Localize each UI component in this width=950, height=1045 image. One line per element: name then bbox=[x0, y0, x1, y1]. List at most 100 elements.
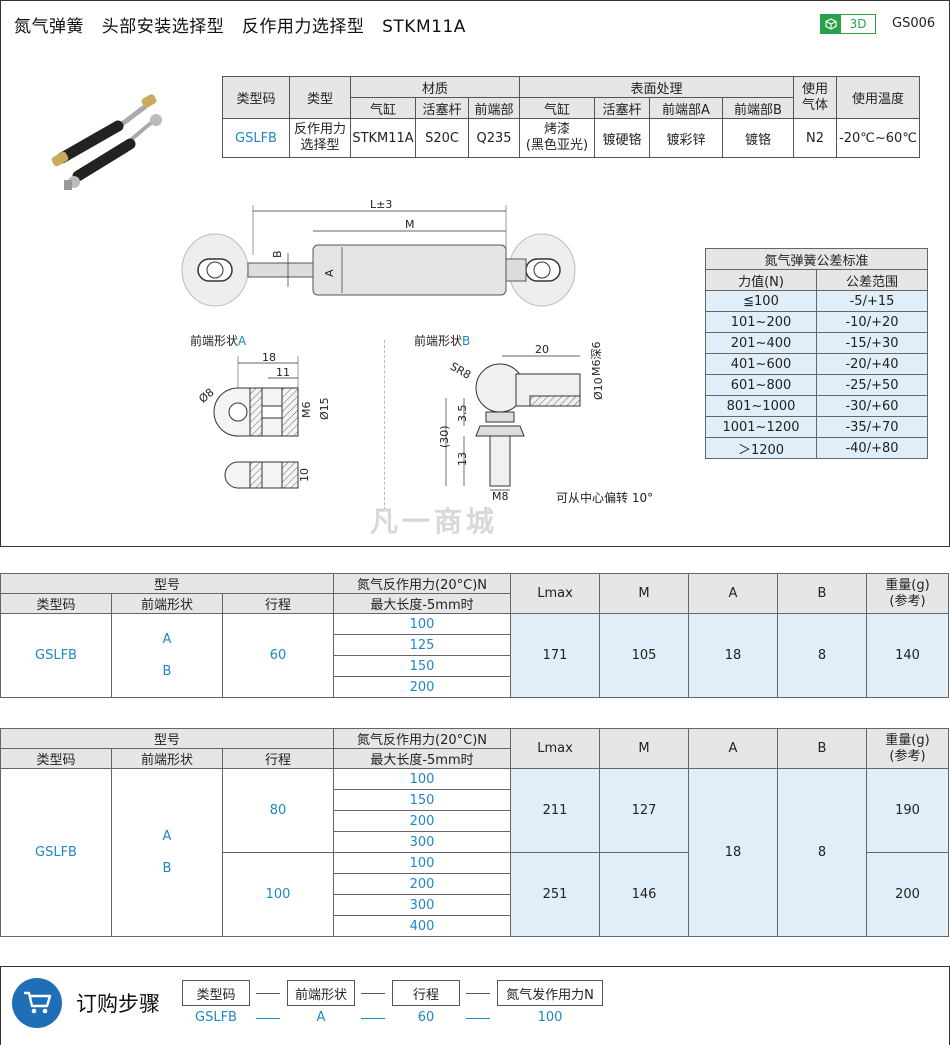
th-surf-cylinder: 气缸 bbox=[519, 97, 595, 119]
tol-force: 401~600 bbox=[705, 353, 817, 375]
spec-table: 类型码 类型 材质 表面处理 使用 气体 使用温度 气缸 活塞杆 前端部 气缸 … bbox=[222, 76, 920, 158]
size-table-1: 型号 氮气反作用力(20°C)N Lmax M A B 重量(g) (参考) 类… bbox=[0, 573, 949, 698]
dim-b-3-5: 3.5 bbox=[456, 405, 469, 423]
th-front-shape: 前端形状 bbox=[111, 593, 223, 614]
th-material: 材质 bbox=[350, 76, 520, 98]
watermark: 凡一商城 bbox=[370, 505, 499, 538]
drawing-divider bbox=[384, 340, 385, 510]
product-photo bbox=[51, 94, 162, 190]
th-front-shape: 前端形状 bbox=[111, 748, 223, 769]
th-type-code: 类型码 bbox=[0, 748, 112, 769]
cell-m: 127 bbox=[599, 768, 689, 853]
th-m: M bbox=[599, 728, 689, 769]
dim-b-13: 13 bbox=[456, 452, 469, 466]
tol-force: ＞1200 bbox=[705, 437, 817, 459]
3d-model-button[interactable]: 3D bbox=[820, 14, 876, 34]
th-mat-front: 前端部 bbox=[468, 97, 520, 119]
size-table-2: 型号 氮气反作用力(20°C)N Lmax M A B 重量(g) (参考) 类… bbox=[0, 728, 949, 937]
cell-stroke: 100 bbox=[222, 852, 334, 937]
cell-force: 150 bbox=[333, 655, 511, 677]
tol-range: -35/+70 bbox=[816, 416, 928, 438]
th-stroke: 行程 bbox=[222, 748, 334, 769]
cell-a: 18 bbox=[688, 613, 778, 698]
cell-stroke: 60 bbox=[222, 613, 334, 698]
tol-force: 101~200 bbox=[705, 311, 817, 333]
dim-b-20: 20 bbox=[535, 343, 549, 356]
th-b: B bbox=[777, 573, 867, 614]
part-code: GS006 bbox=[892, 16, 936, 31]
cell-force: 300 bbox=[333, 894, 511, 916]
cell-m: 105 bbox=[599, 613, 689, 698]
tol-range: -5/+15 bbox=[816, 290, 928, 312]
th-force-sub: 最大长度-5mm时 bbox=[333, 748, 511, 769]
tol-range: -25/+50 bbox=[816, 374, 928, 396]
th-type: 类型 bbox=[289, 76, 351, 119]
dim-a-label: A bbox=[323, 269, 336, 277]
step-value-type-code: GSLFB bbox=[195, 1010, 237, 1025]
step-value-force: 100 bbox=[537, 1010, 563, 1025]
3d-label: 3D bbox=[849, 17, 867, 31]
cell-force: 100 bbox=[333, 613, 511, 635]
dim-a-10: 10 bbox=[298, 468, 311, 482]
th-lmax: Lmax bbox=[510, 573, 600, 614]
cell-mat-rod: S20C bbox=[415, 118, 469, 158]
th-range: 公差范围 bbox=[816, 269, 928, 291]
th-surf-front-b: 前端部B bbox=[722, 97, 794, 119]
shape-b-drawing: 20 M6深6 SR8 Ø10 3.5 (30) 13 M8 bbox=[438, 342, 605, 504]
value-connector bbox=[256, 1018, 280, 1019]
th-model: 型号 bbox=[0, 728, 334, 749]
th-surf-front-a: 前端部A bbox=[649, 97, 723, 119]
th-model: 型号 bbox=[0, 573, 334, 594]
dim-b-label: B bbox=[271, 250, 284, 258]
dim-b-dia10: Ø10 bbox=[592, 377, 605, 400]
th-force-sub: 最大长度-5mm时 bbox=[333, 593, 511, 614]
tol-force: 201~400 bbox=[705, 332, 817, 354]
deflection-note: 可从中心偏转 10° bbox=[556, 491, 654, 505]
cell-weight: 140 bbox=[866, 613, 949, 698]
cell-b: 8 bbox=[777, 613, 867, 698]
cell-surf-cylinder: 烤漆 (黑色亚光) bbox=[519, 118, 595, 158]
cart-icon bbox=[12, 978, 62, 1028]
tol-range: -30/+60 bbox=[816, 395, 928, 417]
cell-weight: 200 bbox=[866, 852, 949, 937]
cell-force: 150 bbox=[333, 789, 511, 811]
gas-spring-image-1 bbox=[51, 94, 157, 167]
tol-range: -15/+30 bbox=[816, 332, 928, 354]
th-a: A bbox=[688, 728, 778, 769]
cell-type: 反作用力 选择型 bbox=[289, 118, 351, 158]
order-title: 订购步骤 bbox=[76, 992, 160, 1016]
cell-force: 300 bbox=[333, 831, 511, 853]
th-force: 力值(N) bbox=[705, 269, 817, 291]
tol-range: -20/+40 bbox=[816, 353, 928, 375]
dim-m-label: M bbox=[405, 218, 415, 231]
th-weight: 重量(g) (参考) bbox=[866, 728, 949, 769]
cell-gas: N2 bbox=[793, 118, 837, 158]
cell-type-code: GSLFB bbox=[0, 768, 112, 937]
dim-a-18: 18 bbox=[262, 351, 276, 364]
tol-force: ≦100 bbox=[705, 290, 817, 312]
cell-force: 200 bbox=[333, 676, 511, 698]
dim-a-dia8: Ø8 bbox=[196, 386, 216, 406]
th-type-code: 类型码 bbox=[222, 76, 290, 119]
dim-b-30: (30) bbox=[438, 425, 451, 448]
cell-mat-cylinder: STKM11A bbox=[350, 118, 416, 158]
th-force: 氮气反作用力(20°C)N bbox=[333, 728, 511, 749]
dim-a-m6: M6 bbox=[300, 402, 313, 419]
shape-a-title: 前端形状A bbox=[190, 334, 247, 348]
tol-force: 801~1000 bbox=[705, 395, 817, 417]
step-force: 氮气发作用力N bbox=[497, 980, 603, 1006]
th-surface: 表面处理 bbox=[519, 76, 794, 98]
cell-force: 400 bbox=[333, 915, 511, 937]
th-lmax: Lmax bbox=[510, 728, 600, 769]
cell-surf-rod: 镀硬铬 bbox=[594, 118, 650, 158]
cell-a: 18 bbox=[688, 768, 778, 937]
tol-range: -10/+20 bbox=[816, 311, 928, 333]
cell-m: 146 bbox=[599, 852, 689, 937]
cell-type-code: GSLFB bbox=[0, 613, 112, 698]
cell-force: 125 bbox=[333, 634, 511, 656]
tol-force: 1001~1200 bbox=[705, 416, 817, 438]
step-value-front-shape: A bbox=[316, 1010, 326, 1025]
shape-a-drawing: 18 11 Ø8 M6 Ø15 10 bbox=[196, 351, 331, 489]
